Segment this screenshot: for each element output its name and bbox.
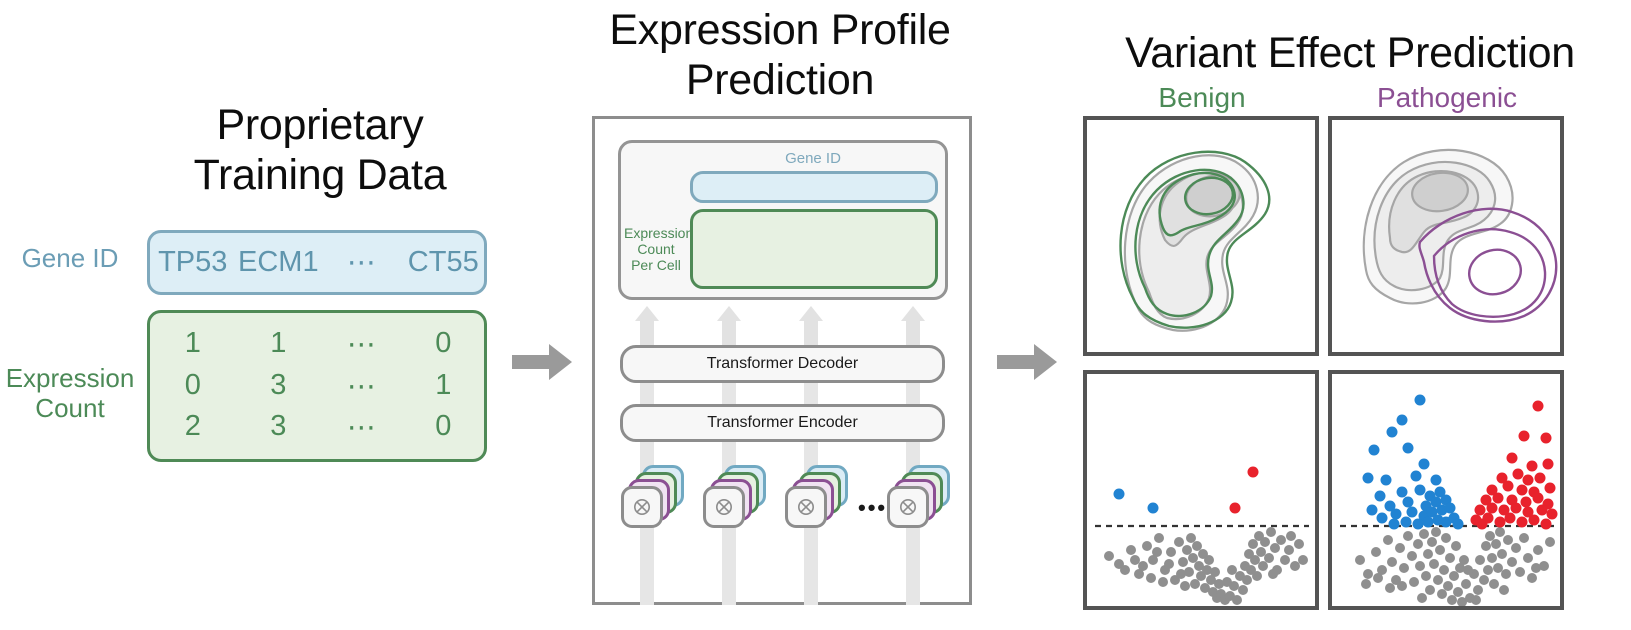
transformer-decoder-block: Transformer Decoder — [620, 345, 945, 383]
pathogenic-volcano-svg — [1340, 394, 1558, 606]
benign-density-plot — [1083, 116, 1319, 356]
model-up-arrow — [799, 305, 823, 353]
gene-id-cell: ECM1 — [238, 246, 319, 278]
model-up-arrow — [901, 305, 925, 353]
crossed-circle-icon — [798, 499, 814, 515]
flow-arrow-model-to-variant — [997, 342, 1059, 382]
matrix-row: 0 3 ⋯ 1 — [150, 369, 484, 404]
benign-density-svg — [1119, 150, 1271, 332]
model-up-arrow — [717, 305, 741, 353]
model-up-arrow — [635, 305, 659, 353]
crossed-circle-icon — [634, 499, 650, 515]
output-count-label-line3: Per Cell — [631, 257, 681, 273]
matrix-cell: 0 — [435, 327, 452, 360]
left-title-line2: Training Data — [193, 151, 447, 199]
column-label-pathogenic: Pathogenic — [1376, 82, 1518, 113]
expression-count-label-line1: Expression — [5, 363, 135, 393]
matrix-cell: 1 — [184, 327, 201, 360]
non-significant-points — [1104, 527, 1308, 605]
matrix-cell: 3 — [270, 409, 287, 442]
crossed-circle-icon — [716, 499, 732, 515]
matrix-ellipsis: ⋯ — [346, 370, 377, 403]
matrix-ellipsis: ⋯ — [346, 329, 377, 362]
output-count-label-line2: Count — [637, 241, 675, 257]
token-pipe — [804, 375, 818, 410]
matrix-row: 2 3 ⋯ 0 — [150, 410, 484, 445]
pathogenic-volcano-plot — [1328, 370, 1564, 610]
token-pipe — [906, 375, 920, 410]
input-token-stack — [784, 465, 856, 531]
token-pipe — [722, 520, 736, 605]
token-ellipsis: ••• — [858, 495, 888, 520]
pathogenic-density-plot — [1328, 116, 1564, 356]
gene-id-cell: TP53 — [158, 246, 228, 278]
benign-volcano-plot — [1083, 370, 1319, 610]
gene-id-box: TP53 ECM1 ⋯ CT55 — [147, 230, 487, 295]
expression-count-row-label: Expression Count — [0, 363, 140, 423]
left-title-line1: Proprietary — [216, 101, 424, 149]
transformer-encoder-label: Transformer Encoder — [707, 414, 858, 431]
right-title: Variant Effect Prediction — [1125, 29, 1575, 77]
flow-arrow-data-to-model — [512, 342, 574, 382]
benign-volcano-svg — [1095, 466, 1309, 605]
crossed-circle-icon — [900, 499, 916, 515]
token-pipe — [906, 520, 920, 605]
token-card-cell — [785, 486, 827, 528]
input-token-stack — [702, 465, 774, 531]
gene-id-cell: CT55 — [407, 246, 479, 278]
down-regulated-points — [1362, 394, 1464, 530]
matrix-cell: 2 — [184, 409, 201, 442]
token-pipe — [640, 520, 654, 605]
middle-title-line1: Expression Profile — [609, 6, 951, 54]
gene-id-cells: TP53 ECM1 ⋯ CT55 — [150, 245, 484, 280]
matrix-cell: 3 — [270, 368, 287, 401]
token-pipe — [640, 375, 654, 410]
matrix-cell: 0 — [435, 409, 452, 442]
matrix-ellipsis: ⋯ — [346, 411, 377, 444]
token-pipe — [804, 520, 818, 605]
gene-id-ellipsis: ⋯ — [346, 247, 377, 279]
token-card-cell — [621, 486, 663, 528]
output-gene-id-bar — [690, 171, 938, 203]
input-token-stack — [886, 465, 958, 531]
gene-id-row-label: Gene ID — [21, 243, 119, 273]
middle-title-line2: Prediction — [685, 56, 875, 104]
output-gene-id-label: Gene ID — [785, 150, 841, 167]
pathogenic-density-svg — [1362, 148, 1558, 323]
matrix-cell: 0 — [184, 368, 201, 401]
down-regulated-points — [1113, 488, 1159, 514]
output-expression-count-bar — [690, 209, 938, 289]
output-count-label-line1: Expression — [624, 225, 694, 241]
expression-count-label-line2: Count — [35, 393, 105, 423]
matrix-cell: 1 — [270, 327, 287, 360]
column-label-benign: Benign — [1158, 82, 1246, 113]
transformer-decoder-label: Transformer Decoder — [706, 355, 859, 372]
token-card-cell — [887, 486, 929, 528]
token-card-cell — [703, 486, 745, 528]
matrix-row: 1 1 ⋯ 0 — [150, 327, 484, 362]
input-token-stack — [620, 465, 692, 531]
non-significant-points — [1355, 527, 1555, 606]
middle-title: Expression Profile Prediction — [590, 5, 970, 105]
up-regulated-points — [1229, 466, 1259, 514]
output-expression-count-label: Expression Count Per Cell — [624, 225, 694, 273]
transformer-encoder-block: Transformer Encoder — [620, 404, 945, 442]
expression-count-matrix: 1 1 ⋯ 0 0 3 ⋯ 1 2 3 ⋯ 0 — [147, 310, 487, 462]
left-title: Proprietary Training Data — [130, 100, 510, 200]
up-regulated-points — [1470, 400, 1558, 530]
token-pipe — [722, 375, 736, 410]
matrix-cell: 1 — [435, 368, 452, 401]
